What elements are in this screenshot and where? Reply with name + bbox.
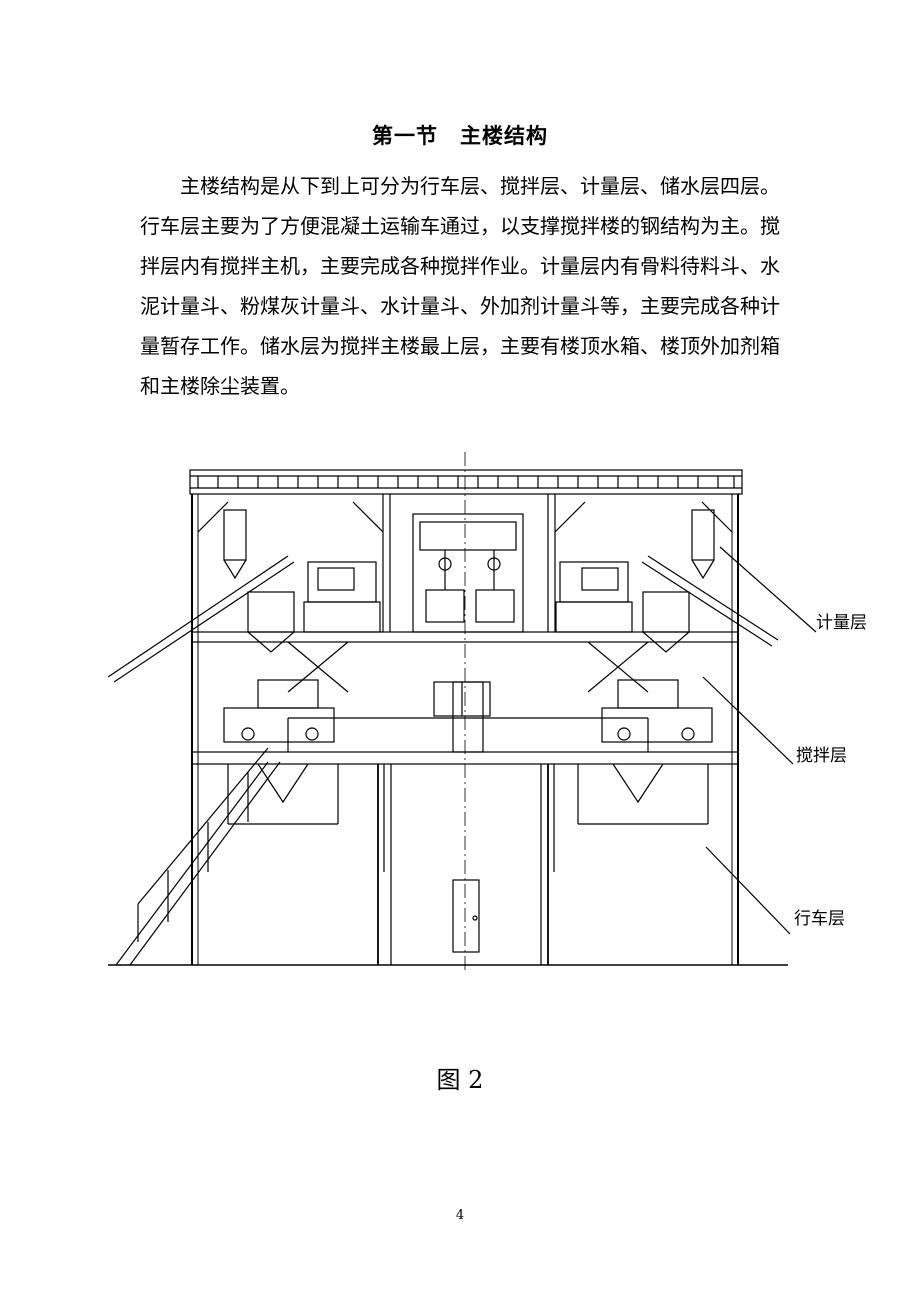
label-metering-layer: 计量层 [816,613,867,633]
figure-caption: 图 2 [436,1066,484,1094]
paragraph: 主楼结构是从下到上可分为行车层、搅拌层、计量层、储水层四层。行车层主要为了方便混… [140,174,780,398]
section-title: 第一节 主楼结构 [372,123,548,148]
body-text: 主楼结构是从下到上可分为行车层、搅拌层、计量层、储水层四层。行车层主要为了方便混… [140,166,780,406]
label-driving-layer: 行车层 [794,909,845,929]
label-mixing-layer: 搅拌层 [796,746,847,766]
page-number: 4 [455,1208,465,1223]
mixing-plant-diagram: 计量层 搅拌层 行车层 [108,452,867,972]
